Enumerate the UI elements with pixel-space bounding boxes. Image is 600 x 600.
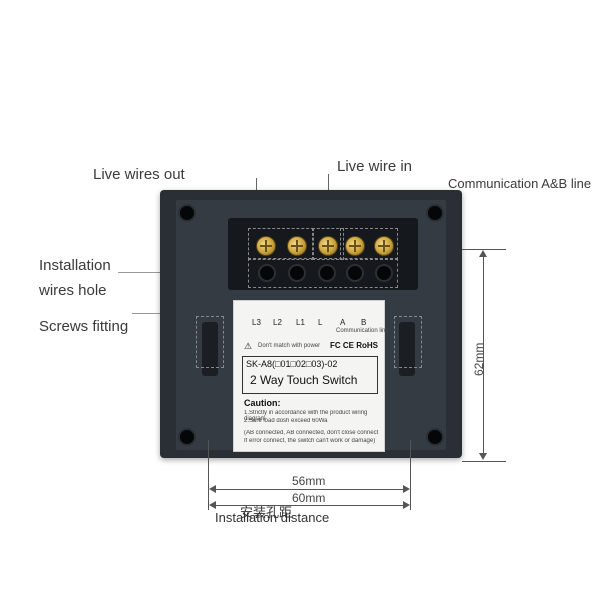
warning-text: Don't match with power bbox=[258, 343, 321, 349]
live-wires-out-label: Live wires out bbox=[93, 166, 185, 183]
corner-hole-tr bbox=[426, 204, 444, 222]
comm-outline bbox=[340, 228, 398, 260]
dim-56-arrow-left bbox=[209, 485, 216, 493]
comm-line-text: Communication line bbox=[336, 328, 389, 334]
terminal-screw-3 bbox=[318, 236, 338, 256]
mount-slot-right bbox=[399, 322, 415, 376]
terminal-screw-2 bbox=[287, 236, 307, 256]
dim-56-left-ext bbox=[208, 440, 209, 510]
dim-62-line bbox=[483, 252, 484, 458]
dim-56-right-ext bbox=[410, 440, 411, 510]
dim-62-arrow-up bbox=[479, 250, 487, 257]
cert-marks: FC CE RoHS bbox=[330, 341, 378, 350]
screws-fitting-outline-left bbox=[196, 316, 224, 368]
wire-hole-3 bbox=[318, 264, 336, 282]
dim-60-label: 60mm bbox=[292, 491, 326, 505]
terminal-label-l1: L1 bbox=[296, 318, 305, 327]
live-in-outline bbox=[312, 228, 344, 260]
dim-62-top-ext bbox=[462, 249, 506, 250]
product-label-sticker bbox=[233, 300, 385, 452]
terminal-screw-5 bbox=[374, 236, 394, 256]
model-number: SK-A8(□01□02□03)-02 bbox=[246, 359, 338, 369]
dim-60-arrow-right bbox=[403, 501, 410, 509]
terminal-label-l3: L3 bbox=[252, 318, 261, 327]
terminal-label-l2: L2 bbox=[273, 318, 282, 327]
corner-hole-br bbox=[426, 428, 444, 446]
dim-56-arrow-right bbox=[403, 485, 410, 493]
caution-title: Caution: bbox=[244, 398, 281, 408]
wires-hole-label: wires hole bbox=[39, 282, 107, 299]
live-out-outline bbox=[248, 228, 314, 260]
corner-hole-bl bbox=[178, 428, 196, 446]
terminal-label-l: L bbox=[318, 318, 323, 327]
mount-slot-left bbox=[202, 322, 218, 376]
live-wire-in-label: Live wire in bbox=[337, 158, 413, 175]
dim-60-arrow-left bbox=[209, 501, 216, 509]
dim-56-line bbox=[212, 489, 406, 490]
terminal-label-b: B bbox=[361, 318, 367, 327]
caution-line-1: 1.Strictly in accordance with the produc… bbox=[244, 410, 368, 422]
wire-hole-5 bbox=[375, 264, 393, 282]
terminal-screw-4 bbox=[345, 236, 365, 256]
terminal-label-a: A bbox=[340, 318, 346, 327]
install-distance-en: Installation distance bbox=[215, 510, 330, 525]
dim-62-label: 62mm bbox=[472, 342, 486, 376]
caution-line-4: If error connect, the switch can't work … bbox=[244, 438, 376, 444]
install-distance-cn: 安装孔距 bbox=[240, 505, 293, 520]
dim-60-line bbox=[212, 505, 406, 506]
dim-62-bottom-ext bbox=[462, 461, 506, 462]
caution-line-2: 2.Sure load dosh exceed 60Wa bbox=[244, 418, 328, 424]
screws-fitting-label: Screws fitting bbox=[39, 318, 129, 335]
terminal-screw-1 bbox=[256, 236, 276, 256]
wire-hole-outline bbox=[248, 258, 398, 288]
installation-label: Installation bbox=[39, 257, 111, 274]
wire-hole-4 bbox=[346, 264, 364, 282]
wire-hole-2 bbox=[288, 264, 306, 282]
corner-hole-tl bbox=[178, 204, 196, 222]
wire-hole-1 bbox=[258, 264, 276, 282]
model-box bbox=[242, 356, 378, 394]
screws-fitting-outline-right bbox=[394, 316, 422, 368]
dim-62-arrow-down bbox=[479, 453, 487, 460]
product-name: 2 Way Touch Switch bbox=[250, 373, 358, 387]
caution-line-3: (AB connected, AB connected, don't close… bbox=[244, 430, 379, 436]
dim-56-label: 56mm bbox=[292, 474, 326, 488]
warning-icon: ⚠ bbox=[244, 341, 253, 351]
communication-line-label: Communication A&B line bbox=[448, 176, 592, 191]
